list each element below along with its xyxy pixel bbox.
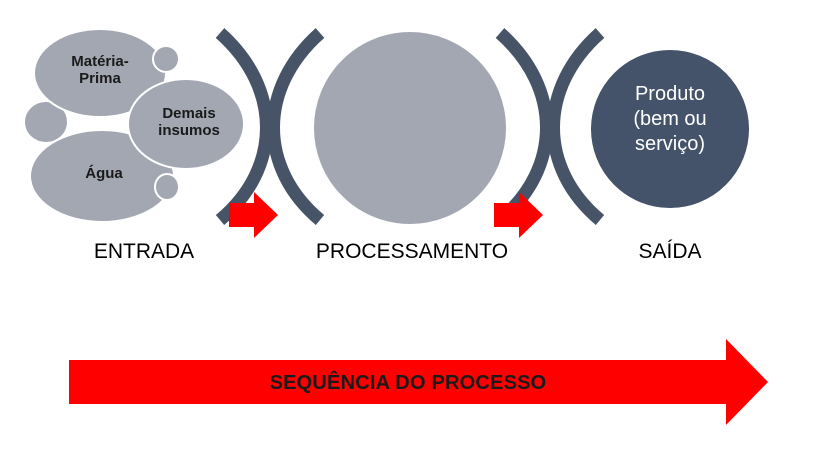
label-materia-prima: Matéria- Prima [55,53,145,88]
bracket-left-4 [547,28,605,225]
stage-label-saida: SAÍDA [638,240,702,263]
small-bubble-left [23,100,69,144]
label-produto-line-1: Produto [634,83,706,105]
output-circle [589,48,751,210]
label-produto-line-3: serviço) [634,133,705,155]
small-bubble-top [152,45,180,73]
label-agua: Água [64,165,144,182]
small-bubble-bottom [154,173,180,201]
stage-label-entrada: ENTRADA [93,240,195,263]
sequence-label: SEQUÊNCIA DO PROCESSO [269,372,547,394]
bracket-left-2 [267,28,325,225]
label-produto: Produto (bem ou serviço) [600,82,740,157]
label-materia-line-2: Prima [79,70,121,88]
sequence-arrow [69,339,768,425]
process-circle [312,30,508,226]
bracket-right-1 [215,28,273,225]
arrow-processo-to-saida [494,192,543,238]
label-materia-line-1: Matéria- [71,53,129,70]
stage-label-processamento: PROCESSAMENTO [315,240,509,263]
input-bubble-group [23,28,245,223]
bubble-demais-insumos [127,78,245,170]
label-demais-insumos: Demais insumos [146,105,232,140]
arrow-entrada-to-processo [229,192,278,238]
label-produto-line-2: (bem ou [633,108,707,130]
label-demais-line-1: Demais [162,105,216,122]
label-demais-line-2: insumos [158,122,220,140]
label-agua-line-1: Água [85,165,123,182]
